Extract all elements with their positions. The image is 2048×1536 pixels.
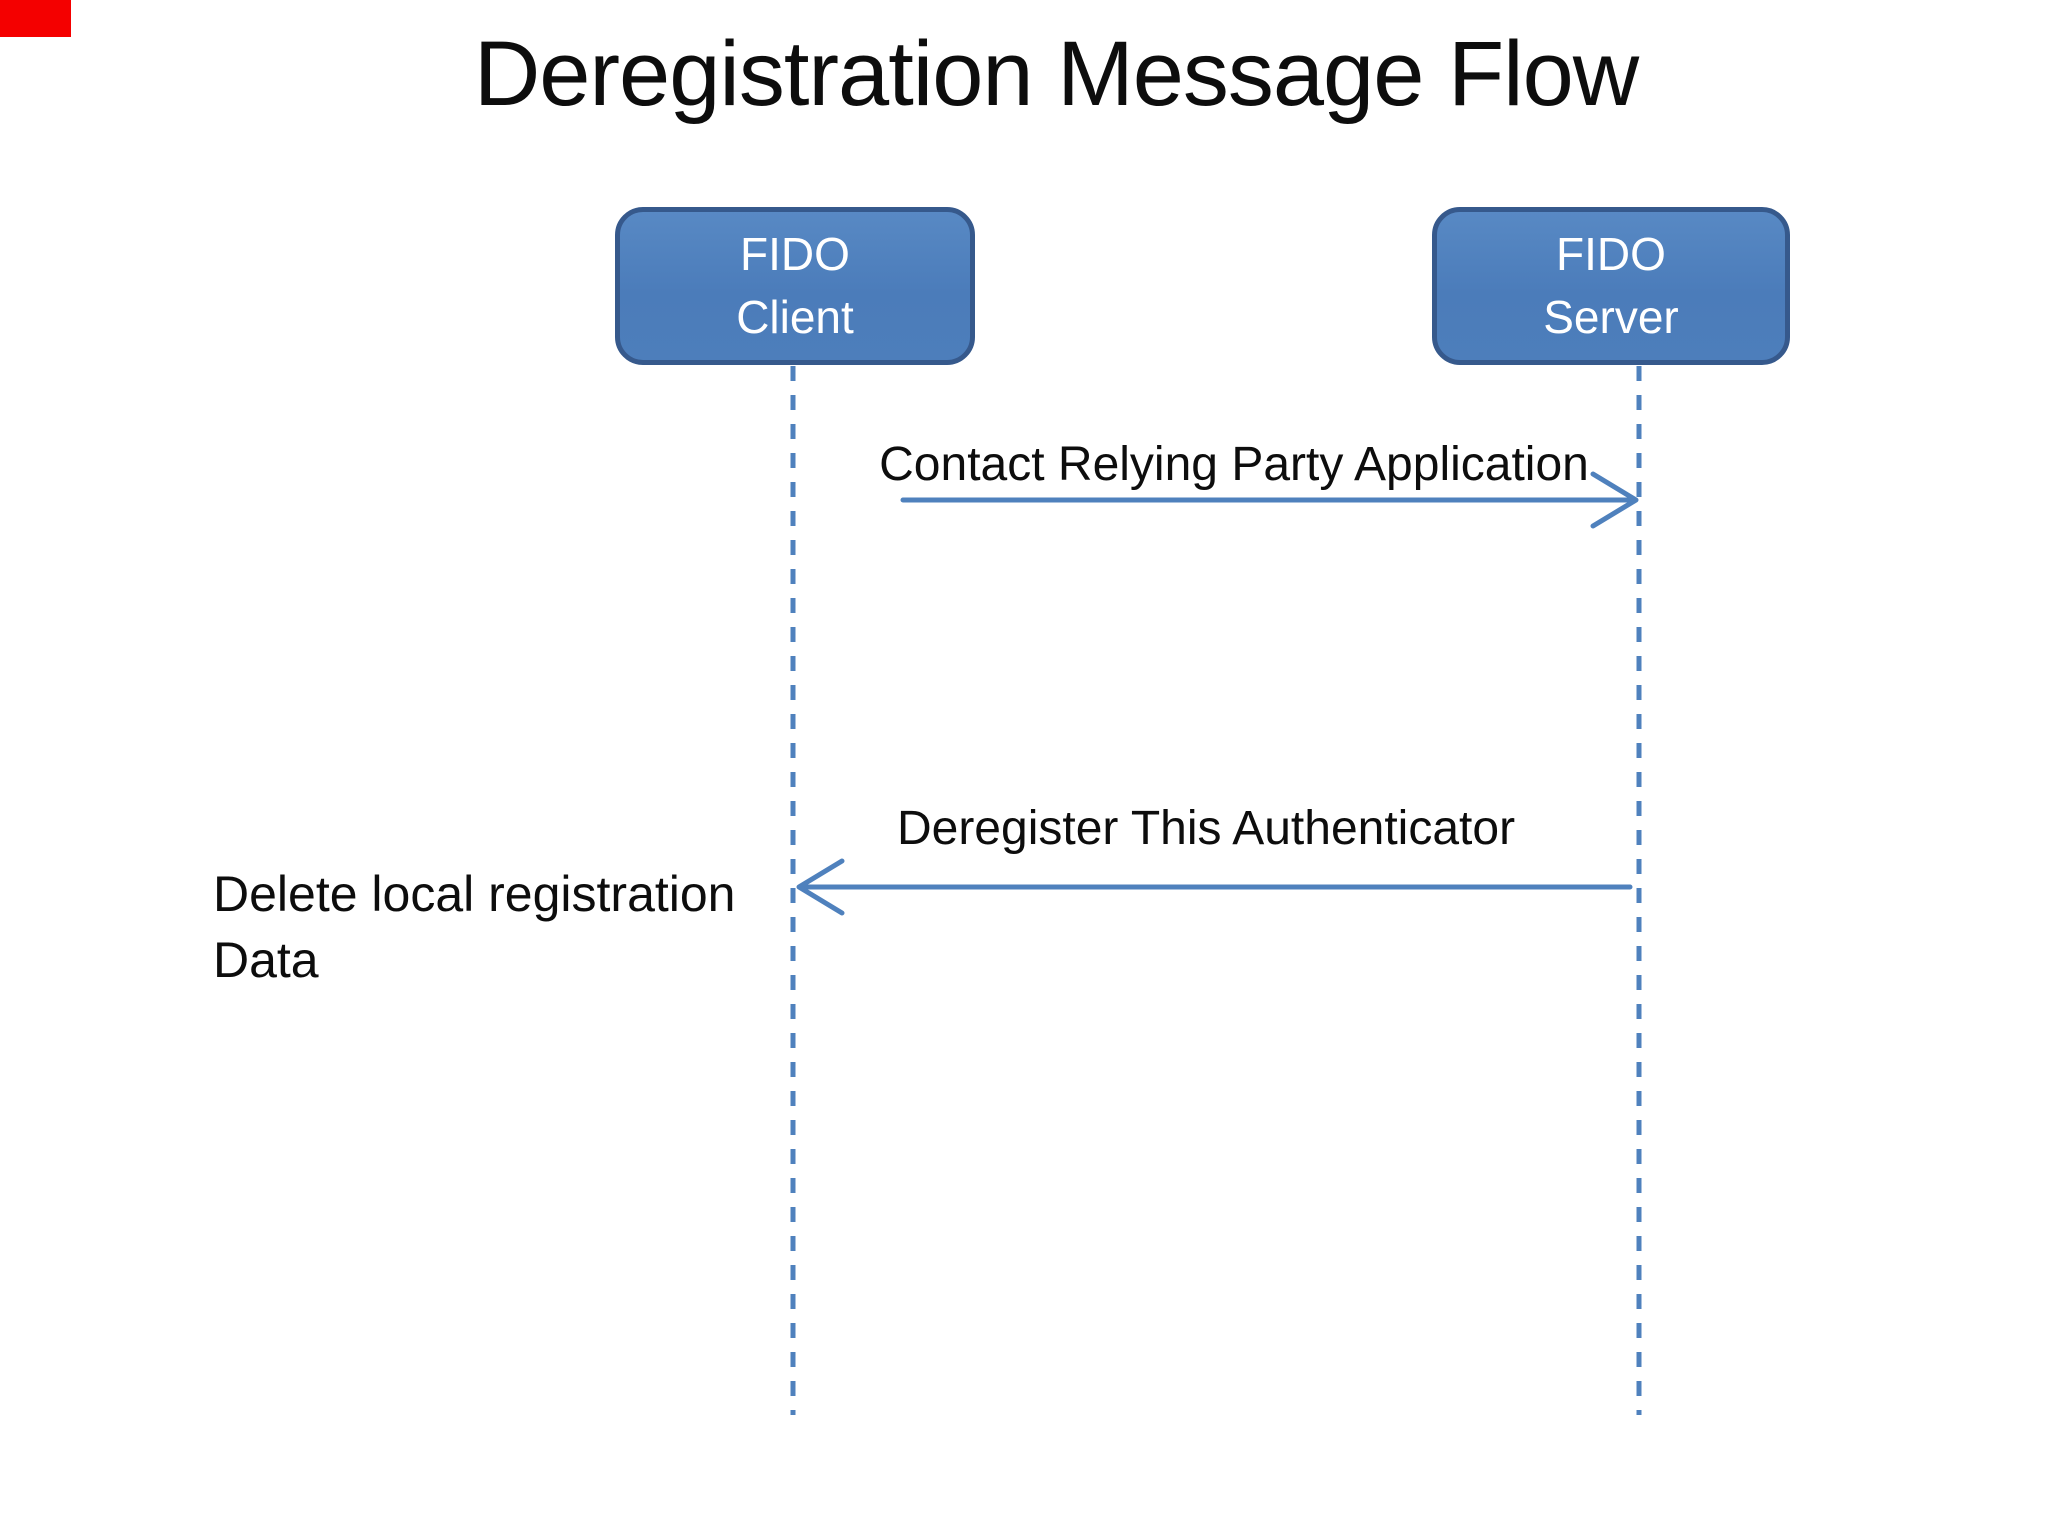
message-label-deregister: Deregister This Authenticator [896, 802, 1516, 855]
right-arrowhead-icon [1590, 471, 1639, 529]
message-arrow-contact [900, 471, 1639, 529]
note-line2: Data [213, 932, 319, 988]
actor-fido-client-line2: Client [736, 291, 854, 343]
cursor-marker [0, 0, 71, 37]
actor-fido-client-line1: FIDO [740, 228, 850, 280]
actor-fido-server-line2: Server [1543, 291, 1679, 343]
message-arrow-deregister [796, 858, 1633, 916]
actor-fido-server-line1: FIDO [1556, 228, 1666, 280]
diagram-title: Deregistration Message Flow [473, 23, 1639, 125]
note-line1: Delete local registration [213, 866, 736, 922]
message-label-contact: Contact Relying Party Application [879, 438, 1589, 491]
note-delete-local-registration: Delete local registration Data [213, 861, 736, 993]
actor-box-fido-client: FIDO Client [615, 207, 975, 365]
actor-box-fido-server: FIDO Server [1432, 207, 1790, 365]
left-arrowhead-icon [796, 858, 845, 916]
